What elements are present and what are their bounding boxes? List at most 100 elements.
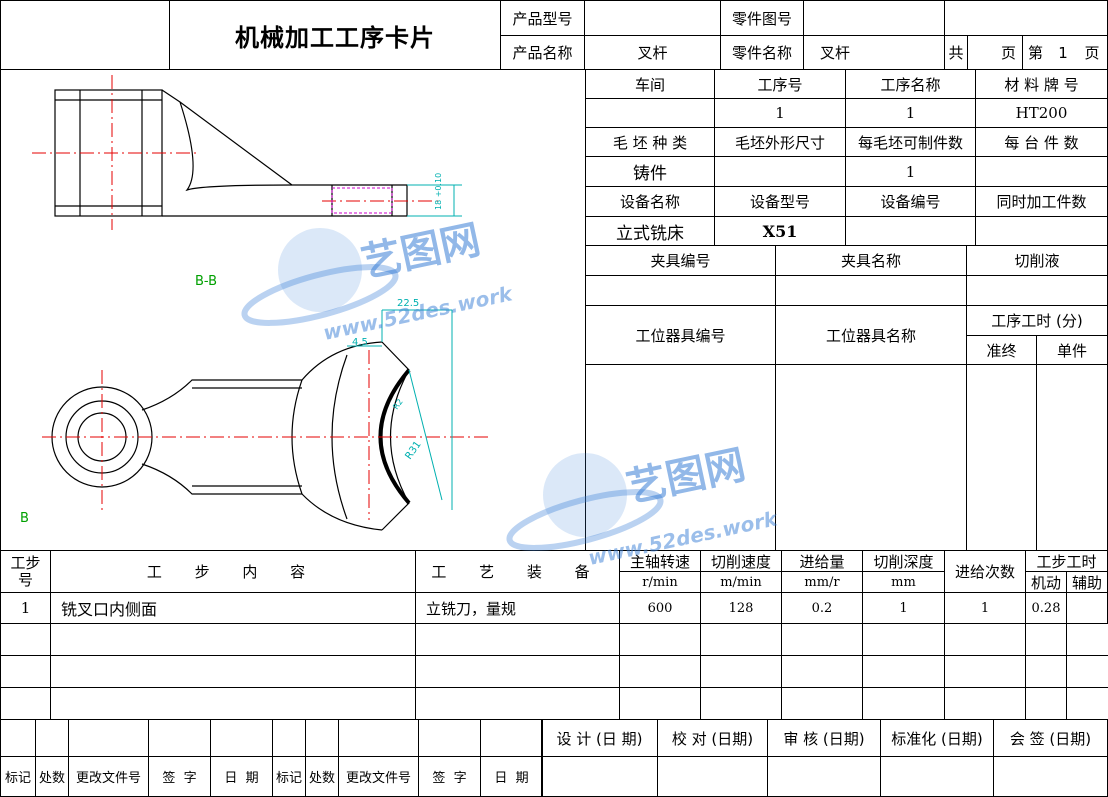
- equip-model-field[interactable]: X51: [714, 216, 846, 246]
- empty-step-cell[interactable]: [619, 623, 701, 656]
- blank-size-field[interactable]: [714, 156, 846, 187]
- empty-step-cell[interactable]: [1066, 655, 1108, 688]
- empty-step-cell[interactable]: [415, 623, 620, 656]
- empty-step-cell[interactable]: [1025, 655, 1067, 688]
- fixture-no-field[interactable]: [585, 275, 776, 306]
- revision-field[interactable]: [305, 719, 339, 757]
- empty-step-cell[interactable]: [944, 687, 1026, 720]
- equip-no-field[interactable]: [845, 216, 976, 246]
- no-label: 第: [1022, 35, 1048, 70]
- coolant-field[interactable]: [966, 275, 1108, 306]
- step-machine-cell[interactable]: 0.28: [1025, 592, 1067, 624]
- step-no-cell[interactable]: 1: [0, 592, 51, 624]
- col-feed: 进给量: [781, 550, 863, 572]
- lever-bottom: [141, 463, 383, 531]
- parts-per-blank-label: 每毛坯可制件数: [845, 127, 976, 157]
- check-date-field[interactable]: [657, 756, 768, 797]
- empty-step-cell[interactable]: [50, 623, 416, 656]
- col-depth-unit: mm: [862, 571, 945, 593]
- step-equipment-cell[interactable]: 立铣刀，量规: [415, 592, 620, 624]
- empty-step-cell[interactable]: [700, 655, 782, 688]
- empty-step-cell[interactable]: [781, 687, 863, 720]
- step-depth-cell[interactable]: 1: [862, 592, 945, 624]
- equip-name-field[interactable]: 立式铣床: [585, 216, 715, 246]
- part-name-field[interactable]: 叉杆: [803, 35, 945, 70]
- op-no-field[interactable]: 1: [714, 98, 846, 128]
- review-date-field[interactable]: [767, 756, 881, 797]
- prep-time-field[interactable]: [966, 364, 1037, 551]
- coolant-label: 切削液: [966, 245, 1108, 276]
- empty-step-cell[interactable]: [944, 623, 1026, 656]
- empty-step-cell[interactable]: [619, 655, 701, 688]
- product-name-label: 产品名称: [500, 35, 585, 70]
- design-date-field[interactable]: [541, 756, 658, 797]
- empty-step-cell[interactable]: [944, 655, 1026, 688]
- station-tool-name-field[interactable]: [775, 364, 967, 551]
- station-tool-no-field[interactable]: [585, 364, 776, 551]
- empty-step-cell[interactable]: [781, 655, 863, 688]
- workshop-field[interactable]: [585, 98, 715, 128]
- empty-step-cell[interactable]: [700, 687, 782, 720]
- empty-step-cell[interactable]: [862, 655, 945, 688]
- revision-field[interactable]: [148, 719, 211, 757]
- step-speed-cell[interactable]: 128: [700, 592, 782, 624]
- empty-step-cell[interactable]: [619, 687, 701, 720]
- empty-step-cell[interactable]: [50, 655, 416, 688]
- product-model-field[interactable]: [584, 0, 721, 36]
- revision-field[interactable]: [210, 719, 273, 757]
- revision-field[interactable]: [68, 719, 149, 757]
- empty-step-cell[interactable]: [50, 687, 416, 720]
- parts-per-blank-field[interactable]: 1: [845, 156, 976, 187]
- step-aux-cell[interactable]: [1066, 592, 1108, 624]
- total-pages-field[interactable]: [967, 35, 995, 70]
- empty-step-cell[interactable]: [1066, 687, 1108, 720]
- unit-time-field[interactable]: [1036, 364, 1108, 551]
- standard-date-field[interactable]: [880, 756, 994, 797]
- footer-review: 审 核 (日期): [767, 719, 881, 757]
- revision-field[interactable]: [480, 719, 543, 757]
- fixture-no-label: 夹具编号: [585, 245, 776, 276]
- empty-step-cell[interactable]: [1025, 623, 1067, 656]
- part-drawing-no-field[interactable]: [803, 0, 945, 36]
- arm-outline: [161, 89, 408, 217]
- empty-step-cell[interactable]: [0, 655, 51, 688]
- sign-date-field[interactable]: [993, 756, 1108, 797]
- part-drawing: 18 +0.10 22.5 4.5 R31 R2 B-B B: [20, 75, 492, 531]
- empty-step-cell[interactable]: [415, 687, 620, 720]
- empty-step-cell[interactable]: [1066, 623, 1108, 656]
- blank-type-field[interactable]: 铸件: [585, 156, 715, 187]
- card-title: 机械加工工序卡片: [169, 0, 501, 70]
- empty-step-cell[interactable]: [0, 623, 51, 656]
- dimension-lines: [347, 184, 462, 510]
- empty-step-cell[interactable]: [862, 623, 945, 656]
- part-drawing-no-label: 零件图号: [720, 0, 804, 36]
- material-field[interactable]: HT200: [975, 98, 1108, 128]
- revision-field[interactable]: [35, 719, 69, 757]
- col-content: 工 步 内 容: [50, 550, 416, 593]
- step-spindle-cell[interactable]: 600: [619, 592, 701, 624]
- station-tool-no-label: 工位器具编号: [585, 305, 776, 365]
- step-passes-cell[interactable]: 1: [944, 592, 1026, 624]
- step-feed-cell[interactable]: 0.2: [781, 592, 863, 624]
- parts-per-unit-field[interactable]: [975, 156, 1108, 187]
- step-content-cell[interactable]: 铣叉口内侧面: [50, 592, 416, 624]
- fixture-name-field[interactable]: [775, 275, 967, 306]
- equip-no-label: 设备编号: [845, 186, 976, 217]
- equip-name-label: 设备名称: [585, 186, 715, 217]
- empty-step-cell[interactable]: [1025, 687, 1067, 720]
- revision-field[interactable]: [0, 719, 36, 757]
- page-number-field[interactable]: 1: [1048, 35, 1078, 70]
- revision-field[interactable]: [418, 719, 481, 757]
- empty-step-cell[interactable]: [0, 687, 51, 720]
- empty-step-cell[interactable]: [781, 623, 863, 656]
- empty-step-cell[interactable]: [700, 623, 782, 656]
- revision-field[interactable]: [338, 719, 419, 757]
- fork-end: [381, 341, 410, 531]
- op-name-field[interactable]: 1: [845, 98, 976, 128]
- empty-step-cell[interactable]: [415, 655, 620, 688]
- footer-label-place: 处数: [305, 756, 339, 797]
- empty-step-cell[interactable]: [862, 687, 945, 720]
- revision-field[interactable]: [272, 719, 306, 757]
- product-name-field[interactable]: 叉杆: [584, 35, 721, 70]
- simul-field[interactable]: [975, 216, 1108, 246]
